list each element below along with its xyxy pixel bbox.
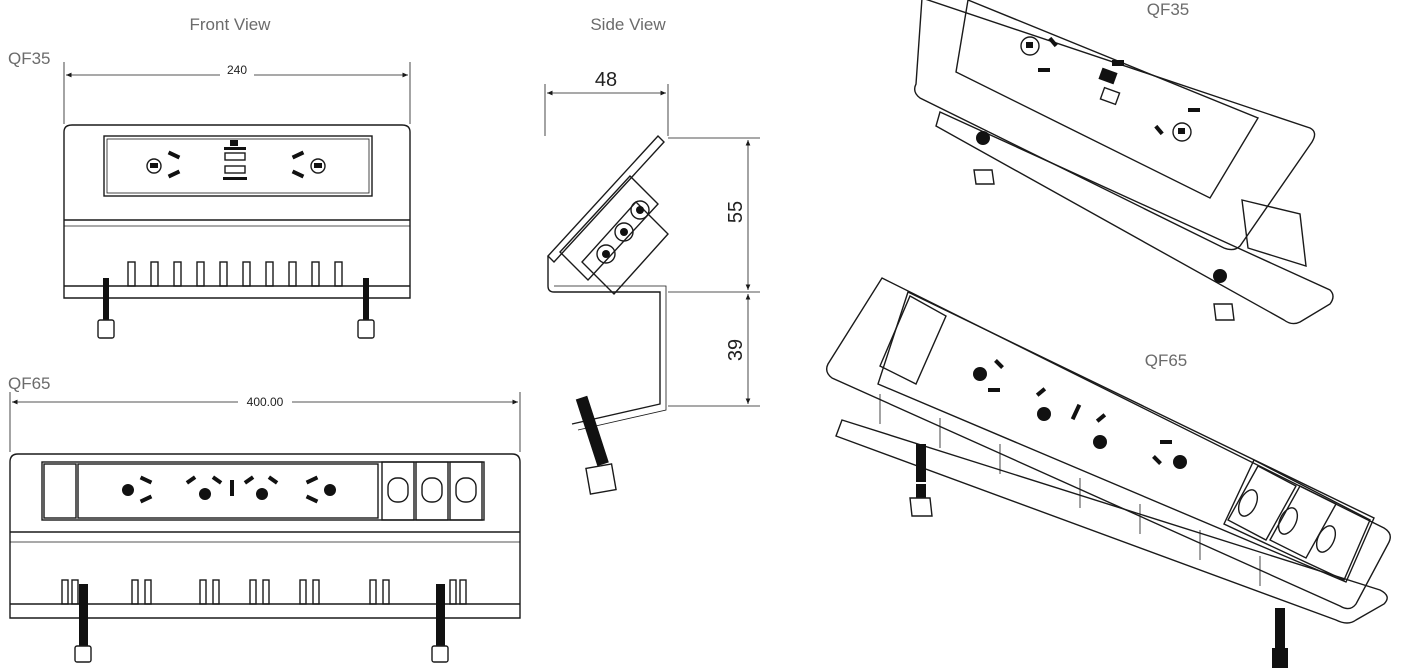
qf35-isometric-view: QF35 [913,0,1334,325]
side-view-title: Side View [590,15,666,34]
qf35-label: QF35 [8,49,51,68]
iso-qf65-label: QF65 [1145,351,1188,370]
side-lower-height-dimension: 39 [725,339,747,361]
side-depth-dimension: 48 [595,69,617,91]
qf35-front-view: QF35 240 [8,49,411,339]
iso-qf35-label: QF35 [1147,0,1190,19]
front-view-title: Front View [190,15,272,34]
qf35-width-dimension: 240 [227,63,247,77]
side-view: 48 55 39 [544,69,760,495]
side-upper-height-dimension: 55 [725,201,747,223]
qf65-front-view: QF65 400.00 [8,374,521,663]
qf65-isometric-view: QF65 [825,277,1391,668]
qf65-width-dimension: 400.00 [247,395,284,409]
qf65-label: QF65 [8,374,51,393]
